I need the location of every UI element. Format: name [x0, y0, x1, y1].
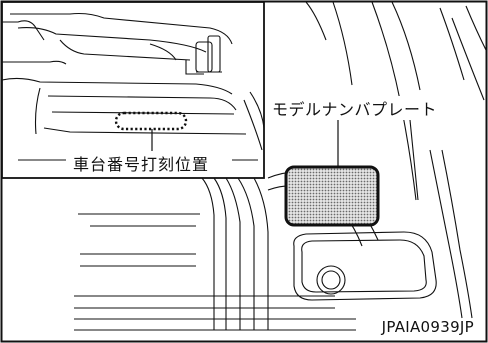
model-number-plate-label: モデルナンバプレート: [270, 96, 440, 120]
vin-stamp-marker: [114, 111, 188, 131]
vin-stamp-location-label: 車台番号打刻位置: [70, 151, 213, 175]
model-number-plate-marker: [284, 165, 380, 227]
figure-code: JPAIA0939JP: [381, 318, 474, 336]
detail-inset: [1, 1, 265, 179]
